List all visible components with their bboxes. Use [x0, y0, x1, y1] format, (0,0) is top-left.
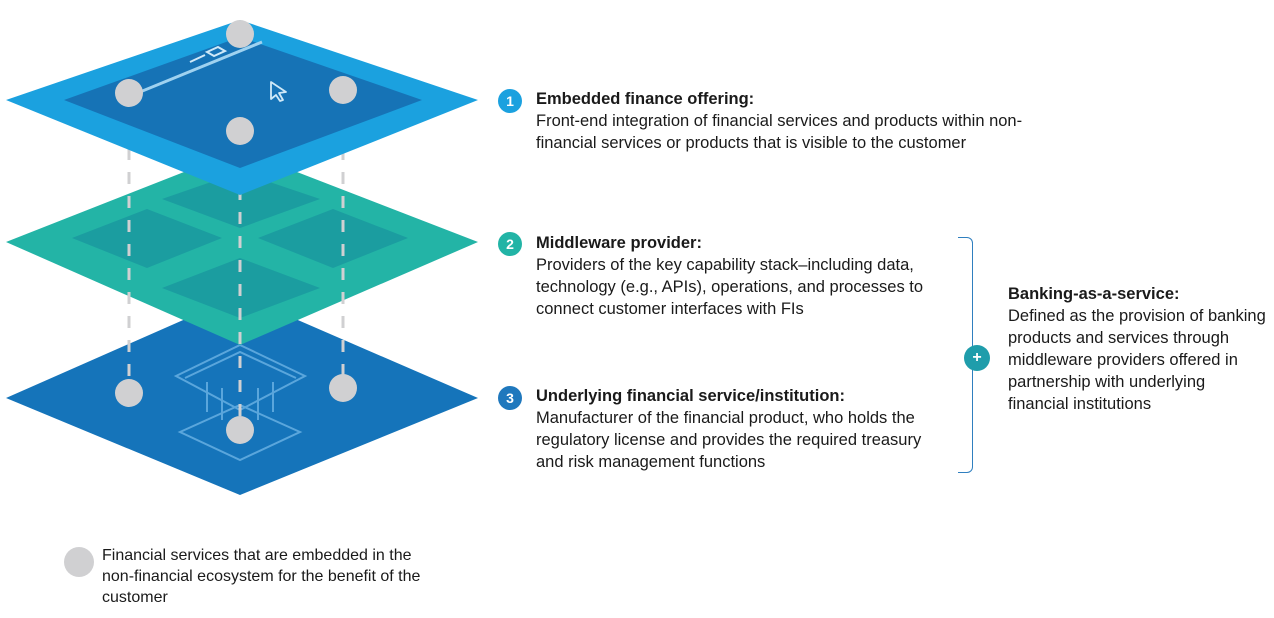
cursor-icon: [270, 81, 287, 102]
layer-2-badge: 2: [498, 232, 522, 256]
legend-text: Financial services that are embedded in …: [102, 547, 421, 606]
baas-text: Banking-as-a-service: Defined as the pro…: [1008, 283, 1270, 415]
service-node-top-left: [115, 79, 143, 107]
layer-3-badge: 3: [498, 386, 522, 410]
middle-tile-left: [72, 209, 222, 268]
layer-2-text: Middleware provider: Providers of the ke…: [536, 232, 948, 320]
layer-1-title: Embedded finance offering:: [536, 90, 755, 108]
top-inner-panel: [64, 37, 422, 168]
layer-2-title: Middleware provider:: [536, 234, 702, 252]
bank-icon: [173, 343, 308, 462]
layer-3-description: Manufacturer of the financial product, w…: [536, 409, 922, 471]
service-node-bottom-right: [329, 374, 357, 402]
middle-tile-right: [258, 209, 408, 268]
service-node-top-right: [329, 76, 357, 104]
baas-title: Banking-as-a-service:: [1008, 285, 1180, 303]
legend-node-icon: [64, 547, 94, 577]
layer-2-description: Providers of the key capability stack–in…: [536, 256, 924, 318]
service-node-top-center: [226, 20, 254, 48]
middle-layer: [6, 150, 478, 345]
layer-1-description: Front-end integration of financial servi…: [536, 112, 1023, 152]
bottom-layer: [6, 295, 478, 495]
layer-3-text: Underlying financial service/institution…: [536, 385, 948, 473]
layer-3-title: Underlying financial service/institution…: [536, 387, 845, 405]
card-icon: [189, 45, 228, 63]
layer-1-badge: 1: [498, 89, 522, 113]
plus-badge: +: [964, 345, 990, 371]
baas-description: Defined as the provision of banking prod…: [1008, 307, 1266, 413]
service-node-bottom-center: [226, 416, 254, 444]
service-node-top-middle: [226, 117, 254, 145]
service-node-bottom-left: [115, 379, 143, 407]
layer-1-text: Embedded finance offering: Front-end int…: [536, 88, 1056, 154]
